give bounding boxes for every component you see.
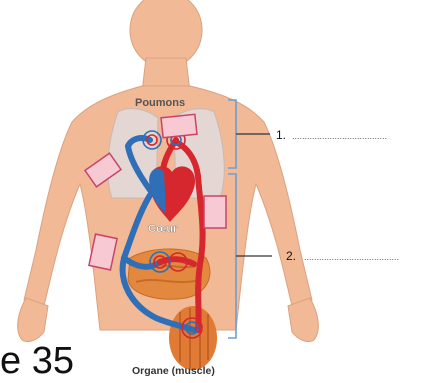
answer-box-1 bbox=[161, 114, 197, 137]
page-number: e 35 bbox=[0, 340, 74, 383]
callout-1-dots: ...................................... bbox=[292, 131, 387, 141]
label-heart: Cœur bbox=[148, 223, 178, 235]
callout-2-dots: ...................................... bbox=[304, 252, 399, 262]
answer-box-3 bbox=[204, 196, 226, 228]
callout-2-number: 2. bbox=[286, 249, 296, 263]
label-organ: Organe (muscle) bbox=[132, 365, 215, 377]
callout-1-number: 1. bbox=[276, 128, 286, 142]
label-lungs: Poumons bbox=[135, 97, 185, 109]
